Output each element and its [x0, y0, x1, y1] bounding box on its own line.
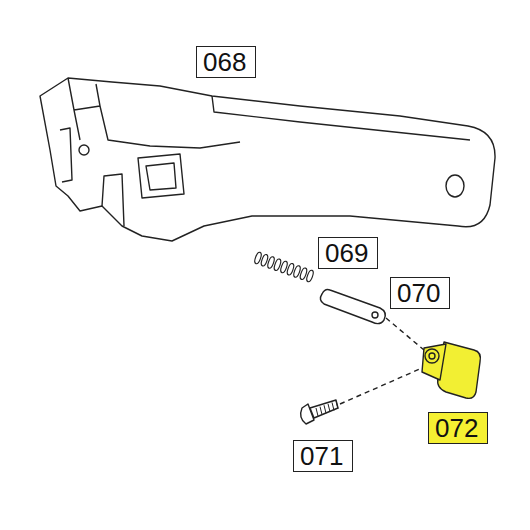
callout-box: 071	[293, 440, 353, 472]
spring-coil	[306, 270, 315, 283]
callout-box: 072	[428, 412, 488, 444]
housing-window	[138, 154, 184, 198]
housing-edge	[212, 96, 470, 140]
callout-box: 068	[196, 46, 256, 78]
housing-hole	[446, 175, 464, 197]
thread-stroke	[328, 404, 330, 412]
button-ring-hole	[429, 353, 435, 359]
housing-detail	[68, 78, 240, 148]
callout-number: 069	[325, 239, 371, 267]
pin-part	[320, 290, 385, 324]
screw-shaft	[310, 400, 338, 418]
callout-number: 072	[435, 414, 481, 442]
thread-stroke	[332, 402, 334, 410]
thread-stroke	[324, 405, 326, 413]
housing-slot	[60, 128, 124, 226]
leader-line	[340, 368, 422, 404]
button-stem	[422, 344, 446, 380]
callout-number: 070	[397, 279, 443, 307]
housing-pin-hole	[79, 145, 89, 155]
thread-stroke	[320, 407, 322, 415]
callout-box: 070	[390, 277, 450, 309]
thread-stroke	[336, 401, 338, 409]
pin-eye	[372, 312, 378, 318]
callout-box: 069	[318, 237, 378, 269]
callout-number: 071	[300, 442, 346, 470]
button-ring	[425, 349, 439, 363]
callout-number: 068	[203, 48, 249, 76]
housing-part	[40, 78, 495, 241]
screw-thread	[316, 401, 338, 416]
thread-stroke	[316, 408, 318, 416]
spring-part	[254, 252, 315, 283]
leader-line	[386, 318, 424, 350]
